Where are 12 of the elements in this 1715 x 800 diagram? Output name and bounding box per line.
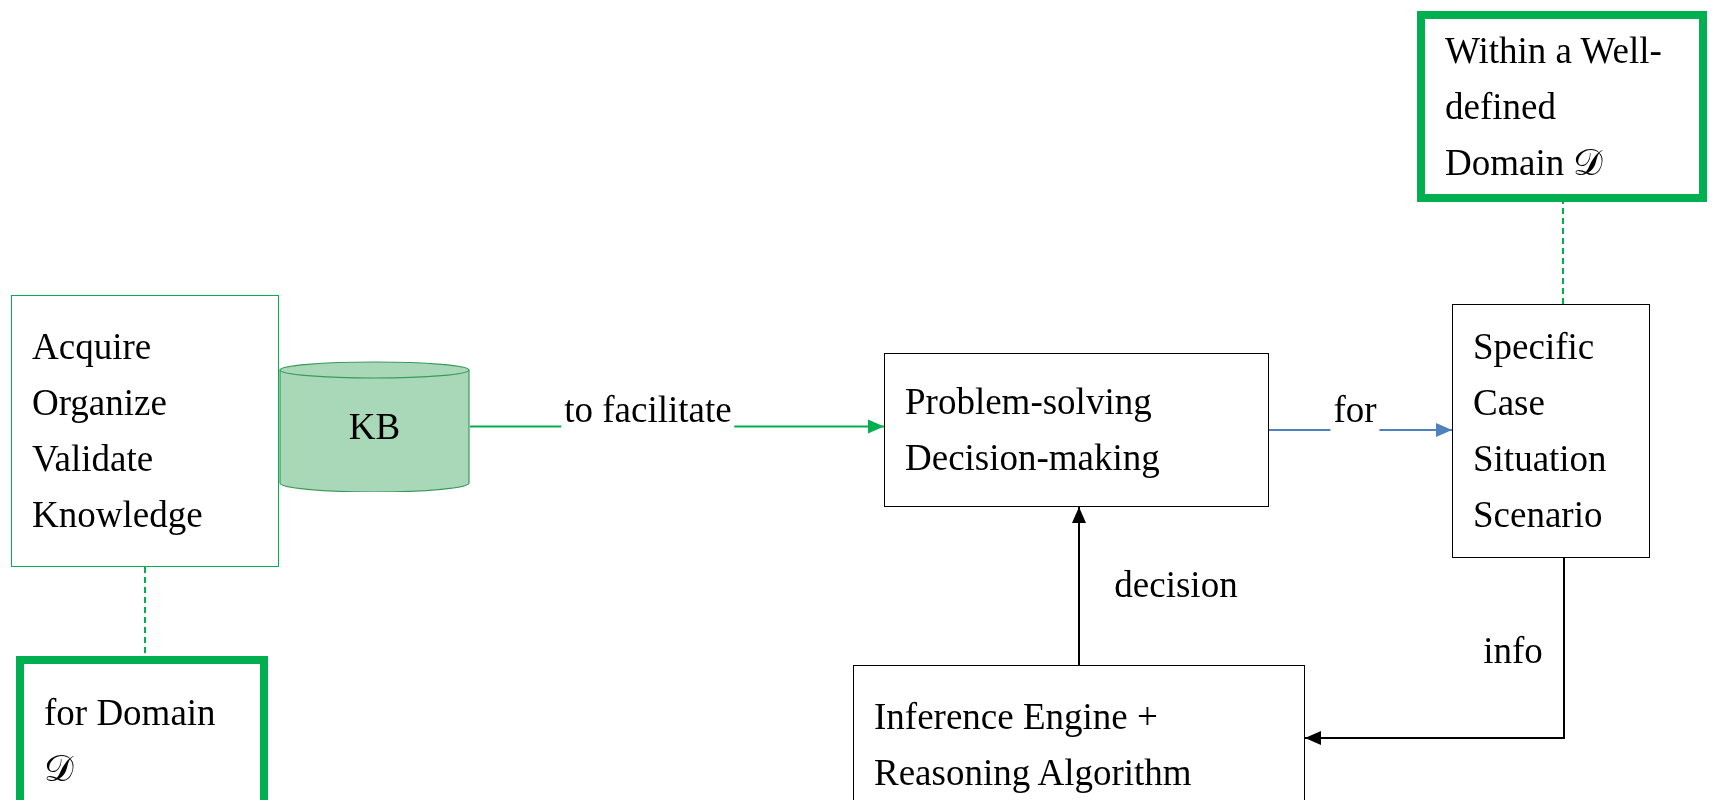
arrow [1072,506,1086,666]
arrow [1268,423,1453,437]
arrow [1304,557,1565,745]
connector-line [1562,201,1564,305]
domain-box: for Domain 𝒟 [16,656,268,800]
domain-box: Within a Well-defined Domain 𝒟 [1417,11,1707,202]
database-cylinder: KB [279,361,470,492]
process-box: Specific Case Situation Scenario [1452,304,1650,558]
process-box: Acquire Organize Validate Knowledge [11,295,279,567]
arrow [469,419,885,434]
process-box: Problem-solving Decision-making [884,353,1269,507]
process-box: Inference Engine + Reasoning Algorithm [853,665,1305,800]
